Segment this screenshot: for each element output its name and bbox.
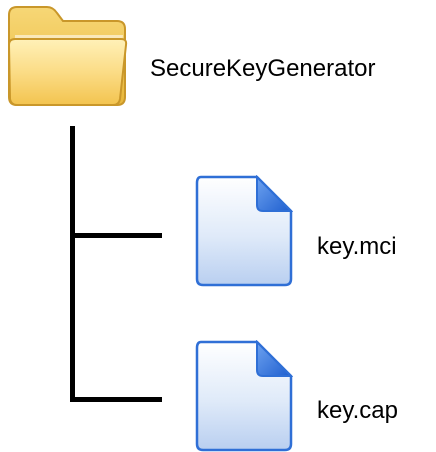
tree-connector-branch-2	[70, 397, 162, 402]
file-name-label: key.mci	[317, 233, 397, 260]
folder-icon	[7, 6, 128, 106]
file-name-label: key.cap	[317, 397, 398, 424]
tree-connector-vertical	[70, 126, 75, 402]
document-icon	[195, 175, 293, 287]
document-icon	[195, 340, 293, 452]
tree-connector-branch-1	[70, 233, 162, 238]
folder-name-label: SecureKeyGenerator	[150, 55, 376, 82]
